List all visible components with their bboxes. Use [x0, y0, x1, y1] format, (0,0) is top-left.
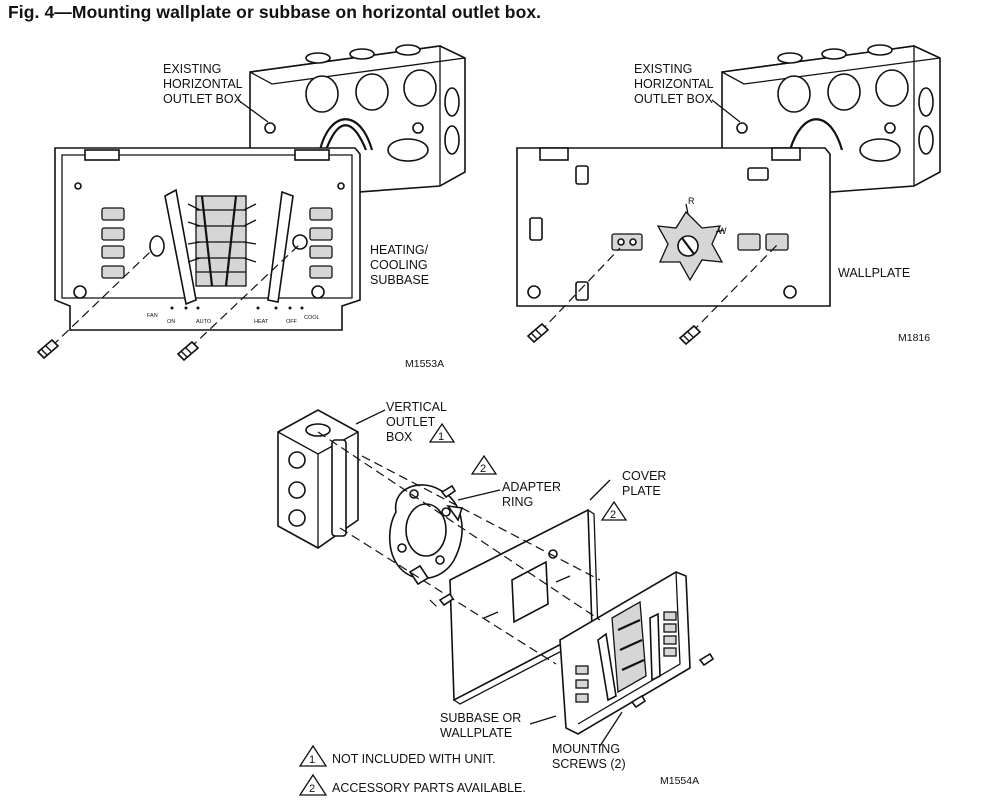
horizontal-outlet-box-1	[249, 44, 466, 201]
svg-text:2: 2	[309, 783, 315, 795]
screw-3	[526, 322, 550, 344]
svg-text:2: 2	[480, 463, 486, 475]
switch-label-fan: FAN	[147, 313, 158, 319]
marker-2-cover: 2	[600, 500, 628, 521]
legend-text-2: ACCESSORY PARTS AVAILABLE.	[332, 781, 526, 795]
subbase-or-wallplate-label: SUBBASE OR WALLPLATE	[440, 711, 525, 740]
figure-code-m1816: M1816	[898, 332, 930, 344]
screw-2	[176, 340, 200, 362]
adapter-ring-label: ADAPTER RING	[502, 480, 565, 509]
vertical-subbase-or-wallplate	[559, 571, 691, 735]
svg-text:2: 2	[610, 509, 616, 521]
cover-plate-label: COVER PLATE	[622, 469, 670, 498]
wallplate-terminal-block	[656, 203, 725, 282]
legend-item-2: 2 ACCESSORY PARTS AVAILABLE.	[298, 773, 526, 796]
cover-plate	[449, 508, 599, 705]
screw-1	[36, 338, 60, 360]
mounting-screws-label: MOUNTING SCREWS (2)	[552, 742, 626, 771]
figure-code-m1553a: M1553A	[405, 358, 444, 370]
subbase-label: HEATING/ COOLING SUBBASE	[370, 243, 432, 287]
marker-1-vertical-box: 1	[428, 422, 456, 443]
wallplate: R W	[516, 147, 831, 307]
switch-label-on: ON	[167, 319, 175, 325]
legend-text-1: NOT INCLUDED WITH UNIT.	[332, 752, 496, 766]
existing-box-label-1: EXISTING HORIZONTAL OUTLET BOX	[163, 62, 246, 106]
svg-text:1: 1	[438, 431, 444, 443]
figure-code-m1554a: M1554A	[660, 775, 699, 787]
wallplate-panel: R W EXISTING HORIZONTAL OUTLET BOX WALLP…	[516, 44, 941, 346]
svg-text:1: 1	[309, 754, 315, 766]
switch-label-off: OFF	[286, 319, 298, 325]
switch-label-cool: COOL	[304, 315, 320, 321]
switch-label-heat: HEAT	[254, 319, 269, 325]
existing-box-label-2: EXISTING HORIZONTAL OUTLET BOX	[634, 62, 717, 106]
legend-item-1: 1 NOT INCLUDED WITH UNIT.	[298, 744, 496, 767]
center-terminal-block	[187, 195, 257, 287]
legend: 1 NOT INCLUDED WITH UNIT. 2 ACCESSORY PA…	[298, 744, 526, 796]
vertical-outlet-box	[277, 409, 359, 549]
adapter-ring	[388, 484, 464, 586]
screw-4	[678, 324, 702, 346]
terminal-w-label: W	[718, 226, 727, 236]
heating-cooling-subbase: FAN ON AUTO HEAT OFF COOL	[54, 147, 361, 331]
subbase-panel: FAN ON AUTO HEAT OFF COOL EXISTING HORIZ…	[36, 44, 466, 370]
terminal-r-label: R	[688, 196, 695, 206]
switch-label-auto: AUTO	[196, 319, 212, 325]
figure-title: Fig. 4—Mounting wallplate or subbase on …	[8, 2, 542, 22]
vertical-box-label: VERTICAL OUTLET BOX	[386, 400, 450, 444]
wallplate-label: WALLPLATE	[838, 266, 910, 280]
vertical-box-panel: VERTICAL OUTLET BOX 1 2 ADAPTER RING COV…	[277, 400, 715, 787]
marker-2-adapter: 2	[470, 454, 498, 475]
